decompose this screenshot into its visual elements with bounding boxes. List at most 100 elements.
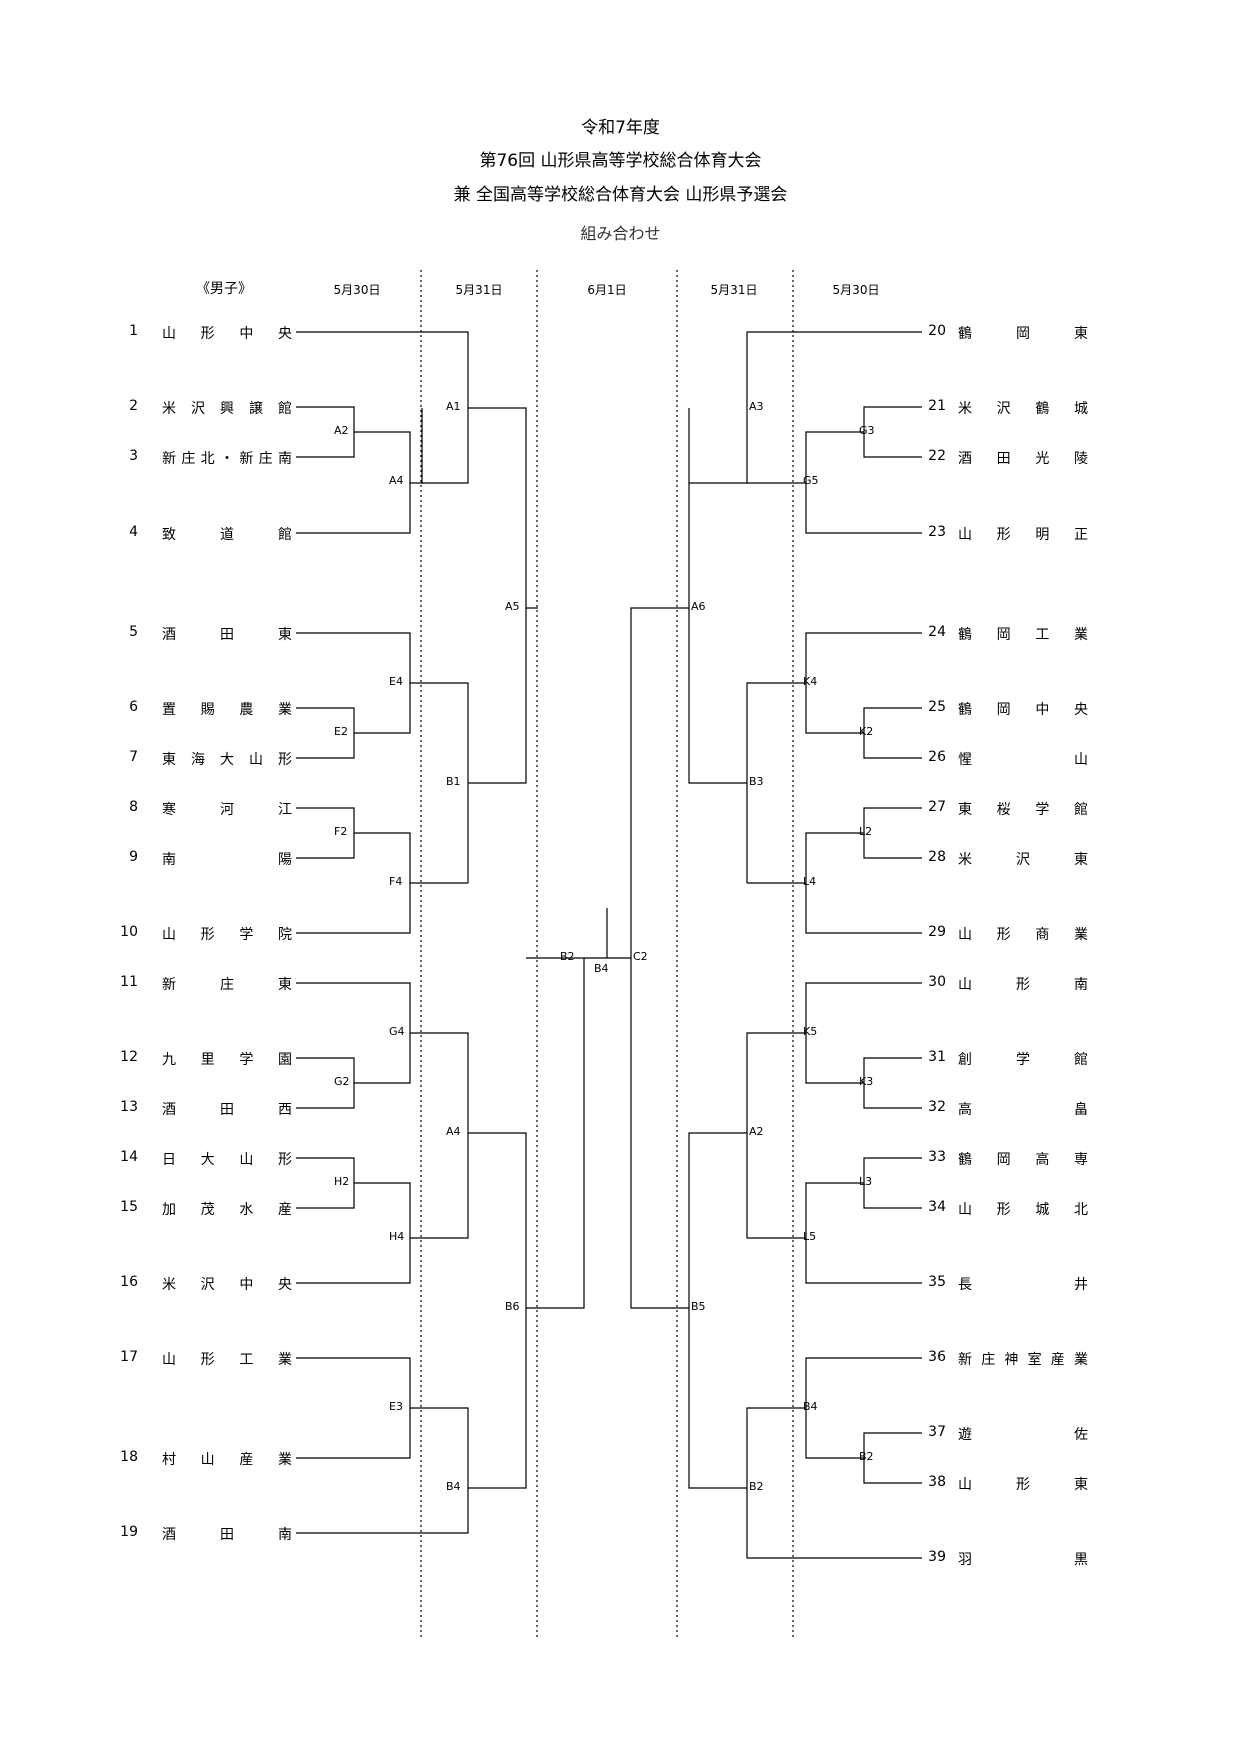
team-name: 山形学院 xyxy=(162,927,292,943)
team-name: 山形中央 xyxy=(162,326,292,342)
team-name: 新庄北・新庄南 xyxy=(162,451,292,467)
team-number: 15 xyxy=(120,1199,138,1215)
team-number: 5 xyxy=(129,624,138,640)
team-number: 12 xyxy=(120,1049,138,1065)
match-code: H4 xyxy=(389,1230,405,1243)
match-code: F4 xyxy=(389,875,403,888)
date-right-day1: 5月30日 xyxy=(832,283,880,297)
team-number: 19 xyxy=(120,1524,138,1540)
team-name: 南陽 xyxy=(162,852,292,868)
match-code: F2 xyxy=(334,825,348,838)
team-name: 致道館 xyxy=(162,527,292,543)
team-number: 10 xyxy=(120,924,138,940)
team-number: 21 xyxy=(928,398,946,414)
team-number: 1 xyxy=(129,323,138,339)
team-name: 山形南 xyxy=(958,977,1088,993)
team-name: 新庄東 xyxy=(162,977,292,993)
match-code: G4 xyxy=(389,1025,405,1038)
team-number: 25 xyxy=(928,699,946,715)
team-name: 九里学園 xyxy=(162,1052,292,1068)
team-number: 31 xyxy=(928,1049,946,1065)
team-name: 山形明正 xyxy=(958,527,1088,543)
team-number: 34 xyxy=(928,1199,946,1215)
title-qualifier: 兼 全国高等学校総合体育大会 山形県予選会 xyxy=(453,185,788,205)
match-code: B4 xyxy=(446,1480,461,1493)
team-name: 山形工業 xyxy=(162,1352,292,1368)
team-name: 酒田東 xyxy=(162,627,292,643)
team-number: 4 xyxy=(129,524,138,540)
team-number: 18 xyxy=(120,1449,138,1465)
team-name: 山形城北 xyxy=(958,1202,1088,1218)
match-code: A3 xyxy=(749,400,764,413)
team-number: 20 xyxy=(928,323,946,339)
match-code: L2 xyxy=(859,825,873,838)
date-left-day2: 5月31日 xyxy=(455,283,503,297)
title-year: 令和7年度 xyxy=(581,118,660,138)
team-name: 酒田光陵 xyxy=(958,451,1088,467)
team-number: 17 xyxy=(120,1349,138,1365)
match-code: L5 xyxy=(803,1230,817,1243)
team-number: 11 xyxy=(120,974,138,990)
team-number: 35 xyxy=(928,1274,946,1290)
match-code: A4 xyxy=(389,474,404,487)
team-name: 山形商業 xyxy=(958,927,1088,943)
match-code: A6 xyxy=(691,600,706,613)
match-code: B2 xyxy=(859,1450,874,1463)
team-number: 7 xyxy=(129,749,138,765)
team-name: 米沢中央 xyxy=(162,1277,292,1293)
team-number: 39 xyxy=(928,1549,946,1565)
match-code: H2 xyxy=(334,1175,350,1188)
match-code: E2 xyxy=(334,725,348,738)
team-name: 寒河江 xyxy=(162,802,292,818)
match-code: B6 xyxy=(505,1300,520,1313)
match-code: L4 xyxy=(803,875,817,888)
match-code: B1 xyxy=(446,775,461,788)
team-number: 14 xyxy=(120,1149,138,1165)
team-name: 高畠 xyxy=(958,1102,1088,1118)
team-number: 32 xyxy=(928,1099,946,1115)
team-name: 長井 xyxy=(958,1277,1088,1293)
title-tournament: 第76回 山形県高等学校総合体育大会 xyxy=(479,151,762,171)
team-name: 日大山形 xyxy=(162,1152,292,1168)
team-number: 6 xyxy=(129,699,138,715)
match-code: E4 xyxy=(389,675,403,688)
team-name: 山形東 xyxy=(958,1477,1088,1493)
team-number: 29 xyxy=(928,924,946,940)
team-name: 加茂水産 xyxy=(162,1202,292,1218)
date-final: 6月1日 xyxy=(587,283,627,297)
match-code: E3 xyxy=(389,1400,403,1413)
match-code: G5 xyxy=(803,474,819,487)
team-number: 24 xyxy=(928,624,946,640)
team-number: 26 xyxy=(928,749,946,765)
team-name: 遊佐 xyxy=(958,1427,1088,1443)
match-code: G3 xyxy=(859,424,875,437)
team-name: 米沢鶴城 xyxy=(958,401,1088,417)
match-code: B4 xyxy=(594,962,609,975)
team-name: 新庄神室産業 xyxy=(958,1352,1088,1368)
match-code: L3 xyxy=(859,1175,873,1188)
team-name: 羽黒 xyxy=(958,1552,1088,1568)
team-number: 33 xyxy=(928,1149,946,1165)
date-right-day2: 5月31日 xyxy=(710,283,758,297)
match-code: K3 xyxy=(859,1075,874,1088)
team-name: 酒田南 xyxy=(162,1527,292,1543)
team-name: 鶴岡高専 xyxy=(958,1152,1088,1168)
team-name: 東海大山形 xyxy=(162,752,292,768)
team-number: 13 xyxy=(120,1099,138,1115)
team-number: 27 xyxy=(928,799,946,815)
team-name: 米沢東 xyxy=(958,852,1088,868)
match-code: B2 xyxy=(749,1480,764,1493)
team-name: 村山産業 xyxy=(162,1452,292,1468)
team-number: 22 xyxy=(928,448,946,464)
team-name: 東桜学館 xyxy=(958,802,1088,818)
match-code: K2 xyxy=(859,725,874,738)
team-name: 米沢興譲館 xyxy=(162,401,292,417)
team-number: 3 xyxy=(129,448,138,464)
match-code: B5 xyxy=(691,1300,706,1313)
match-code: A5 xyxy=(505,600,520,613)
team-name: 創学館 xyxy=(958,1052,1088,1068)
team-number: 30 xyxy=(928,974,946,990)
team-number: 9 xyxy=(129,849,138,865)
team-name: 惺山 xyxy=(958,752,1088,768)
team-name: 鶴岡工業 xyxy=(958,627,1088,643)
